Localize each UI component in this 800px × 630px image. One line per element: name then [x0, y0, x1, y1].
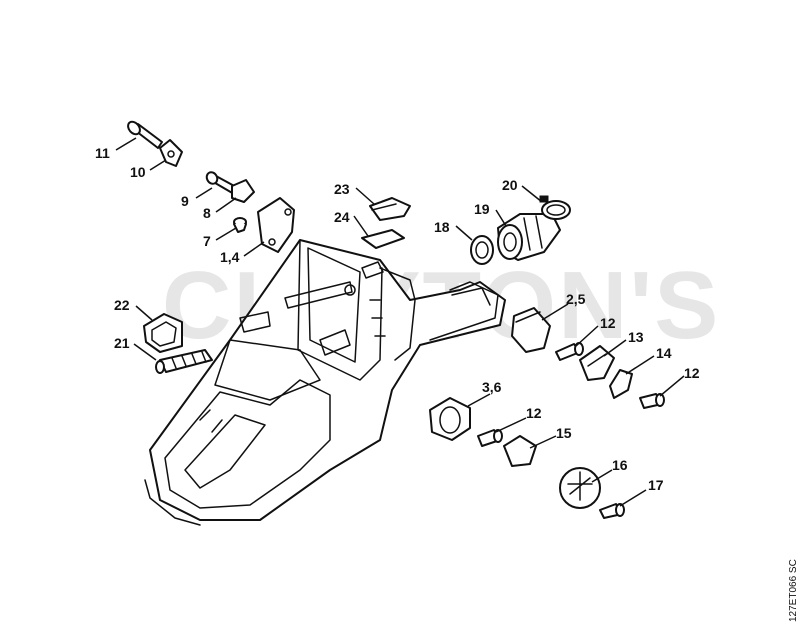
callout-labels: 11 10 9 8 7 1,4 23 24 18 19 20 22 21 2,5…	[95, 145, 700, 493]
gasket-22	[143, 313, 183, 353]
leader-lines	[115, 137, 685, 507]
callout-24: 24	[334, 209, 350, 225]
plate-23	[369, 197, 411, 221]
ring-18	[470, 235, 494, 265]
callout-7: 7	[203, 233, 211, 249]
callout-10: 10	[130, 164, 146, 180]
callout-12-a: 12	[600, 315, 616, 331]
callout-19: 19	[474, 201, 490, 217]
screw-12c	[477, 429, 503, 447]
callout-16: 16	[612, 457, 628, 473]
drawing-reference: 127ET066 SC	[788, 559, 799, 622]
callout-22: 22	[114, 297, 130, 313]
pin-7	[233, 217, 247, 233]
clamp-20	[539, 195, 571, 220]
threaded-part-21	[155, 349, 213, 374]
plate-24	[361, 229, 405, 249]
callout-18: 18	[434, 219, 450, 235]
callout-1-4: 1,4	[220, 249, 240, 265]
callout-21: 21	[114, 335, 130, 351]
callout-17: 17	[648, 477, 664, 493]
grommet-3-6	[429, 397, 471, 441]
manifold-19	[497, 213, 561, 261]
plate-16	[559, 467, 601, 509]
screw-12b	[639, 393, 665, 409]
callout-8: 8	[203, 205, 211, 221]
callout-13: 13	[628, 329, 644, 345]
callout-20: 20	[502, 177, 518, 193]
screw-17	[599, 503, 625, 519]
plate-14	[609, 369, 633, 399]
callout-14: 14	[656, 345, 672, 361]
callout-15: 15	[556, 425, 572, 441]
callout-12-b: 12	[684, 365, 700, 381]
callout-9: 9	[181, 193, 189, 209]
grommet-2-5	[511, 307, 551, 353]
callout-11: 11	[95, 145, 110, 161]
callout-12-c: 12	[526, 405, 542, 421]
handle-housing	[144, 239, 506, 526]
cap-15	[503, 435, 537, 467]
callout-23: 23	[334, 181, 350, 197]
callout-3-6: 3,6	[482, 379, 502, 395]
cover-plate-1-4	[257, 197, 295, 253]
bushing-8	[231, 179, 255, 203]
callout-2-5: 2,5	[566, 291, 586, 307]
screw-11	[127, 120, 163, 149]
